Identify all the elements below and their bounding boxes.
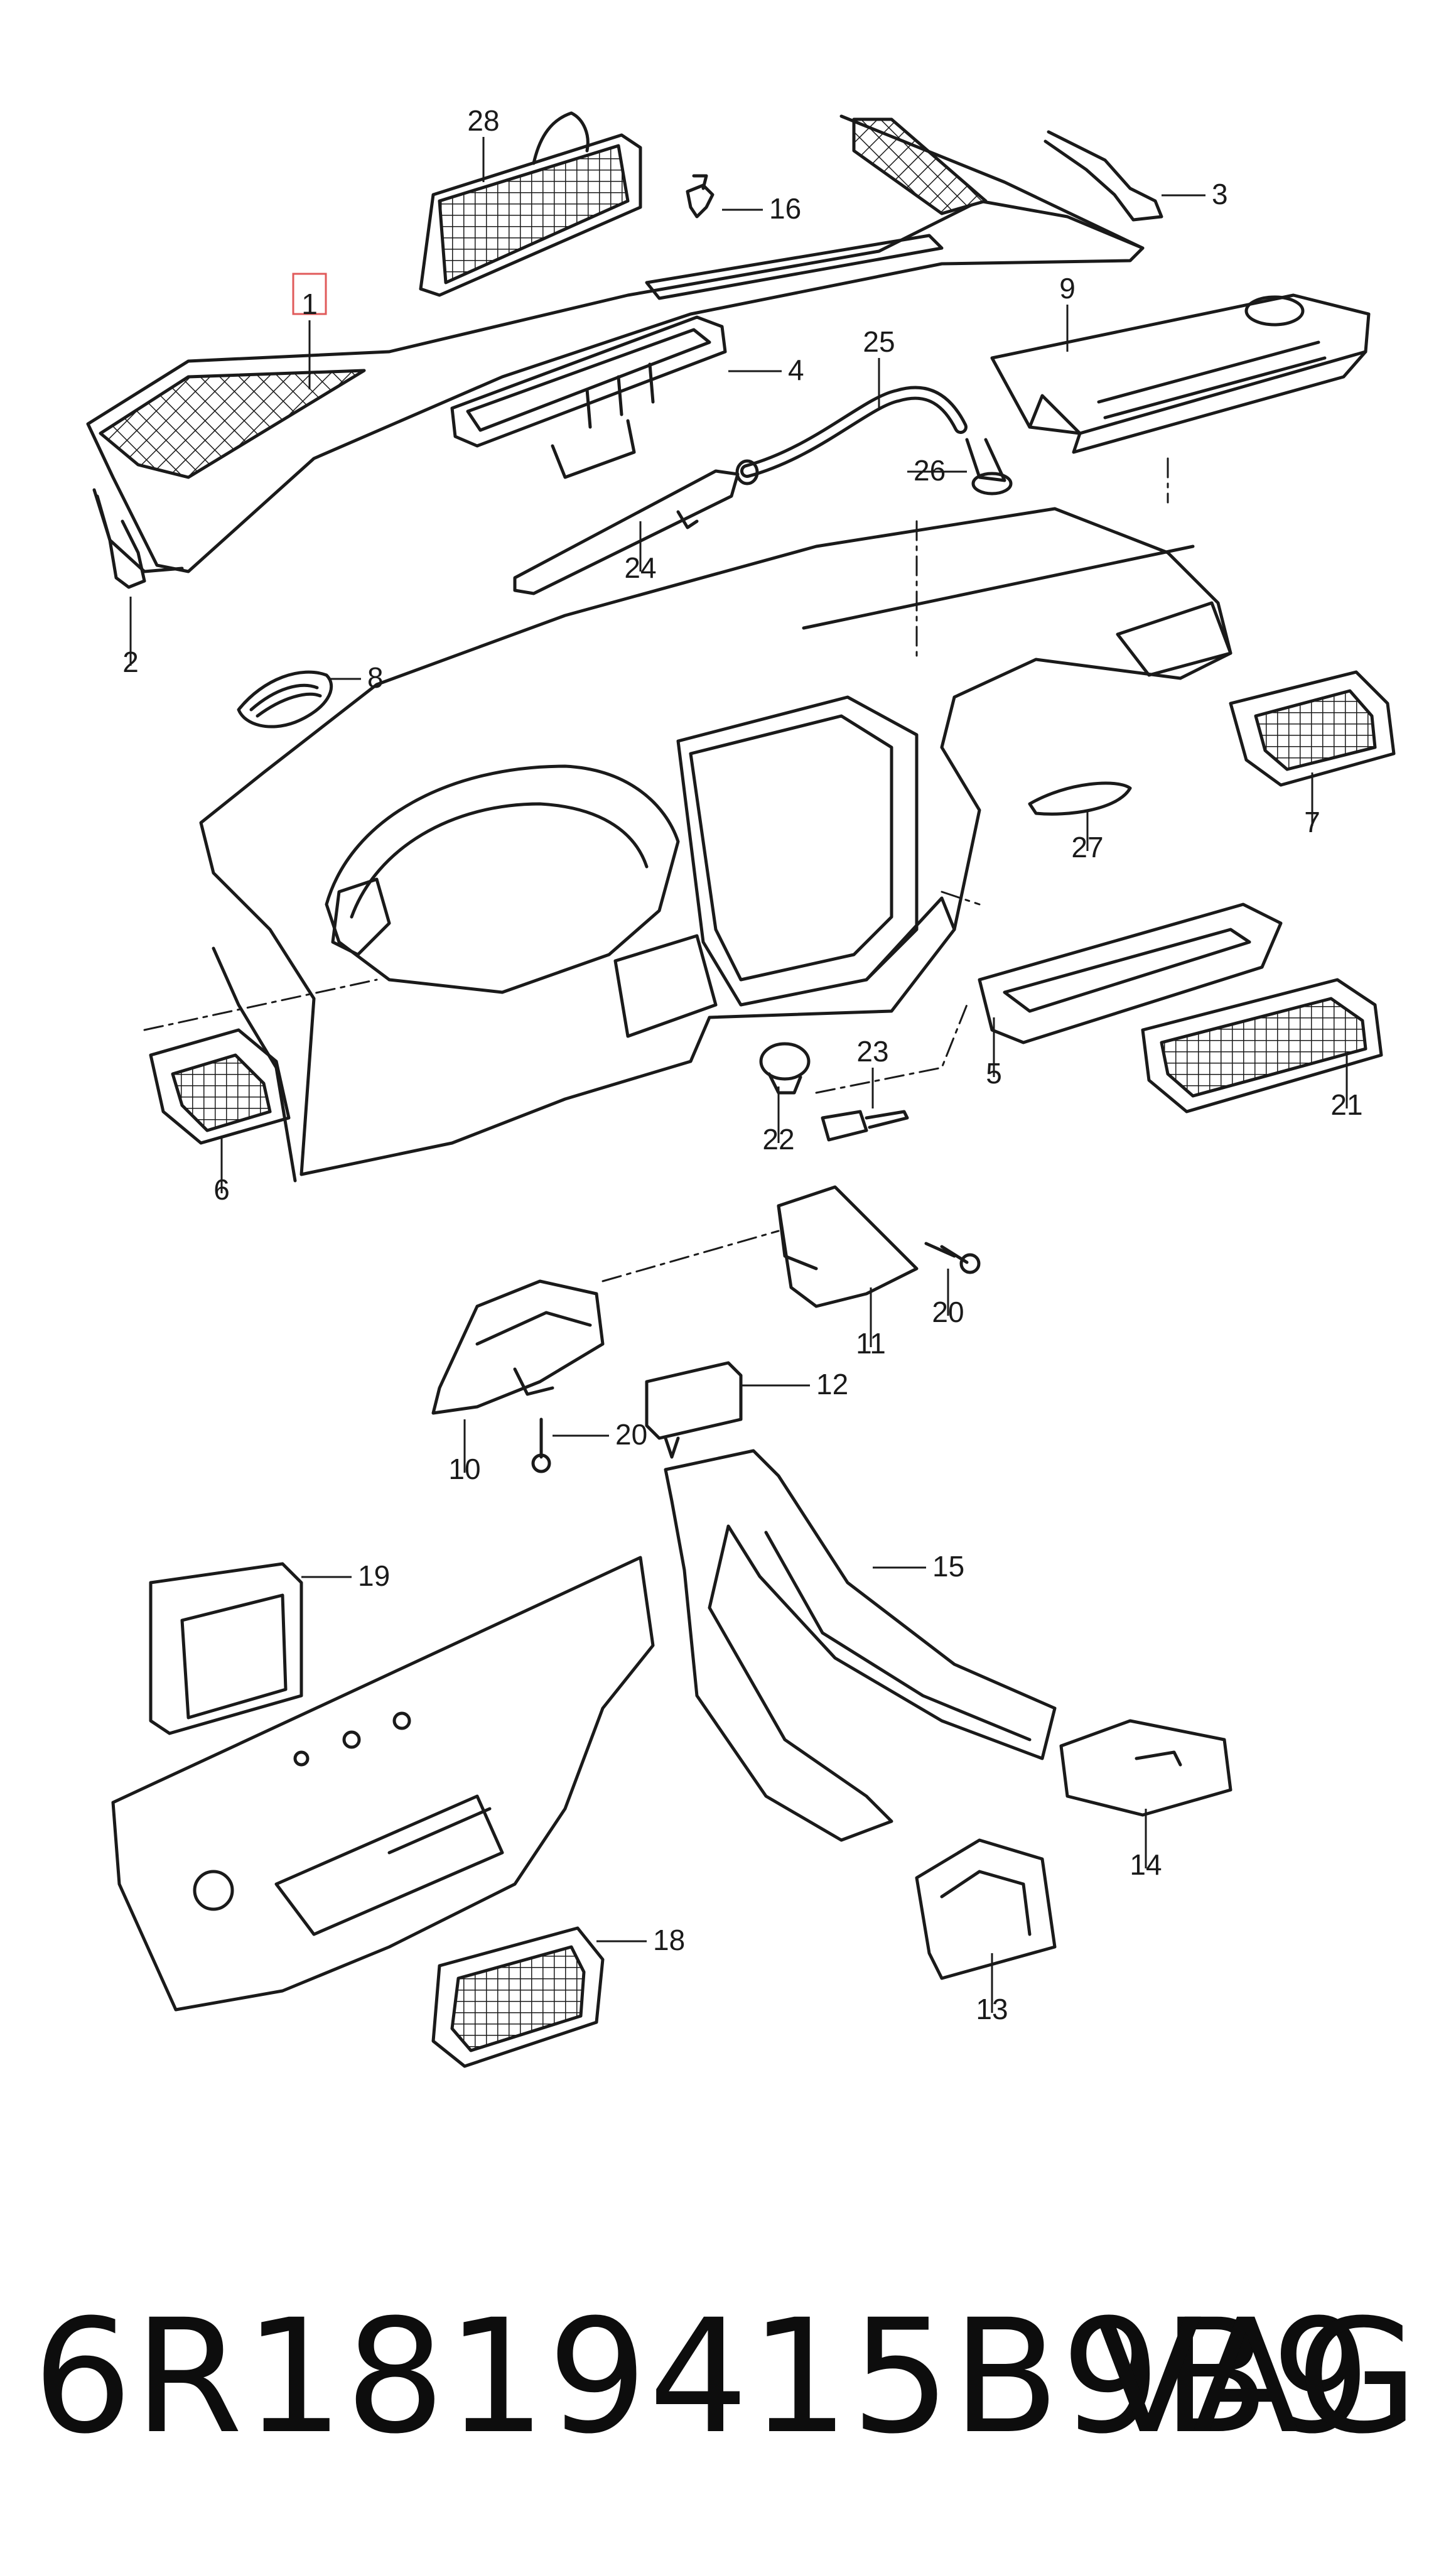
dashboard-main-panel [199,507,1232,1183]
part-23-switch [821,1110,909,1142]
part-2-bracket [95,494,146,589]
callout-10: 10 [448,1453,480,1485]
part-15-floor-duct [664,1449,1057,1842]
callout-8: 8 [367,661,384,694]
part-10-left-duct [431,1279,605,1415]
part-22-clip [759,1042,811,1095]
part-27-trim [1028,781,1132,816]
exploded-dashboard-diagram: 1234567891011121314151618192020212223242… [86,104,1396,2068]
callout-1: 1 [301,288,318,320]
callout-27: 27 [1071,831,1103,864]
part-5-center-vent-frame [978,902,1283,1044]
part-13-duct-end [915,1838,1057,1980]
part-number: 6R1819415B9B9 [33,2285,1372,2468]
callout-20a: 20 [932,1296,964,1328]
callout-23: 23 [856,1035,888,1068]
callout-28: 28 [467,104,499,137]
callout-22: 22 [762,1123,794,1156]
part-16-clip [686,174,715,219]
part-11-right-duct [777,1185,919,1308]
part-9-airbag-module [990,293,1371,454]
part-28-grille [419,111,642,297]
callout-4: 4 [788,354,804,386]
part-3-bracket [1043,130,1163,222]
callout-6: 6 [213,1173,230,1206]
callout-3: 3 [1212,178,1228,210]
part-12-duct-piece [645,1361,743,1459]
callout-24: 24 [624,551,656,584]
callout-9: 9 [1059,272,1076,305]
callout-1-highlight-box [292,273,327,315]
callout-11: 11 [856,1327,886,1360]
callout-7: 7 [1304,806,1320,838]
callout-13: 13 [976,1993,1008,2025]
callout-5: 5 [986,1057,1002,1090]
part-20-screw-b [531,1417,551,1473]
assembly-lines [143,457,1169,1282]
callout-layer: 1234567891011121314151618192020212223242… [122,104,1362,2025]
callout-12: 12 [816,1368,848,1401]
callout-16: 16 [769,192,801,225]
callout-14: 14 [1130,1848,1162,1881]
callout-25: 25 [863,325,895,358]
part-6-left-vent [149,1028,291,1145]
callout-15: 15 [932,1550,964,1583]
part-8-grille [237,670,333,729]
part-14-duct-end [1059,1719,1232,1817]
part-1-upper-trim [86,114,1145,573]
part-20-screw-a [924,1242,981,1274]
part-26-grommet [965,438,1013,496]
callout-2: 2 [122,646,139,678]
part-4-center-vent [450,315,727,479]
part-7-right-vent [1229,670,1396,787]
part-25-hose [735,386,968,485]
part-24-trim-strip [513,469,740,595]
part-18-lower-vent [431,1926,605,2068]
brand-name: VAG [1094,2285,1418,2468]
bulkhead-panel [111,1556,655,2012]
part-19-bezel [149,1562,303,1735]
callout-18: 18 [653,1924,685,1956]
callout-21: 21 [1330,1088,1362,1121]
part-21-center-vent [1141,978,1383,1114]
callout-19: 19 [358,1559,390,1592]
callout-20b: 20 [615,1418,647,1451]
callout-26: 26 [914,454,946,487]
